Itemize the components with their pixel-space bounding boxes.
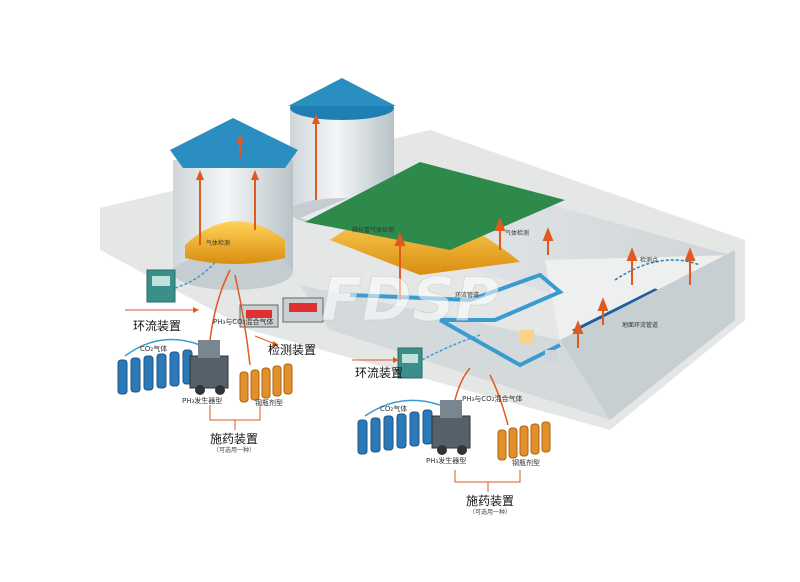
label-dosing-right: 施药装置 — [466, 494, 515, 508]
phosphine-cylinders-left — [239, 363, 293, 403]
co2-cylinders-right — [357, 409, 433, 455]
label-generator-right: PH₃发生器型 — [426, 457, 467, 465]
label-wall-gas: 气体检测 — [505, 230, 530, 237]
label-check-point: 检测点 — [640, 257, 659, 264]
label-mix-right: PH₃与CO₂混合气体 — [462, 395, 523, 403]
co2-cylinders-left — [117, 349, 193, 395]
watermark-text: FDSP — [321, 265, 499, 335]
phosphine-cylinders-right — [497, 421, 551, 461]
silo-front — [170, 118, 298, 290]
label-warehouse-gas: 磷化氢气体检测 — [352, 227, 395, 234]
dosing-unit-left — [117, 269, 293, 430]
label-co2-left: CO₂气体 — [140, 345, 168, 353]
detection-device — [239, 297, 324, 347]
label-detection: 检测装置 — [268, 343, 317, 357]
label-co2-right: CO₂气体 — [380, 405, 408, 413]
dosing-unit-right — [357, 367, 551, 492]
label-dosing-left: 施药装置 — [210, 432, 259, 446]
ph3-generator-right — [431, 400, 471, 455]
label-cylinder-left: 钢瓶剂型 — [255, 399, 283, 407]
label-cylinder-right: 钢瓶剂型 — [512, 459, 540, 467]
warehouse — [300, 162, 735, 420]
label-generator-left: PH₃发生器型 — [182, 397, 223, 405]
label-mix-left: PH₃与CO₂混合气体 — [213, 318, 274, 326]
circulation-device-left — [125, 261, 216, 313]
ph3-generator-left — [189, 340, 229, 395]
label-dosing-right-note: （可选用一种） — [469, 509, 512, 516]
circulation-device-right — [352, 334, 481, 379]
label-floor-duct: 地面环流管道 — [622, 322, 659, 329]
label-duct: 环流管道 — [455, 292, 480, 299]
label-dosing-left-note: （可选用一种） — [213, 447, 256, 454]
label-circulation-left: 环流装置 — [133, 319, 182, 333]
label-silo-gas: 气体检测 — [206, 240, 231, 247]
label-circulation-right: 环流装置 — [355, 366, 404, 380]
